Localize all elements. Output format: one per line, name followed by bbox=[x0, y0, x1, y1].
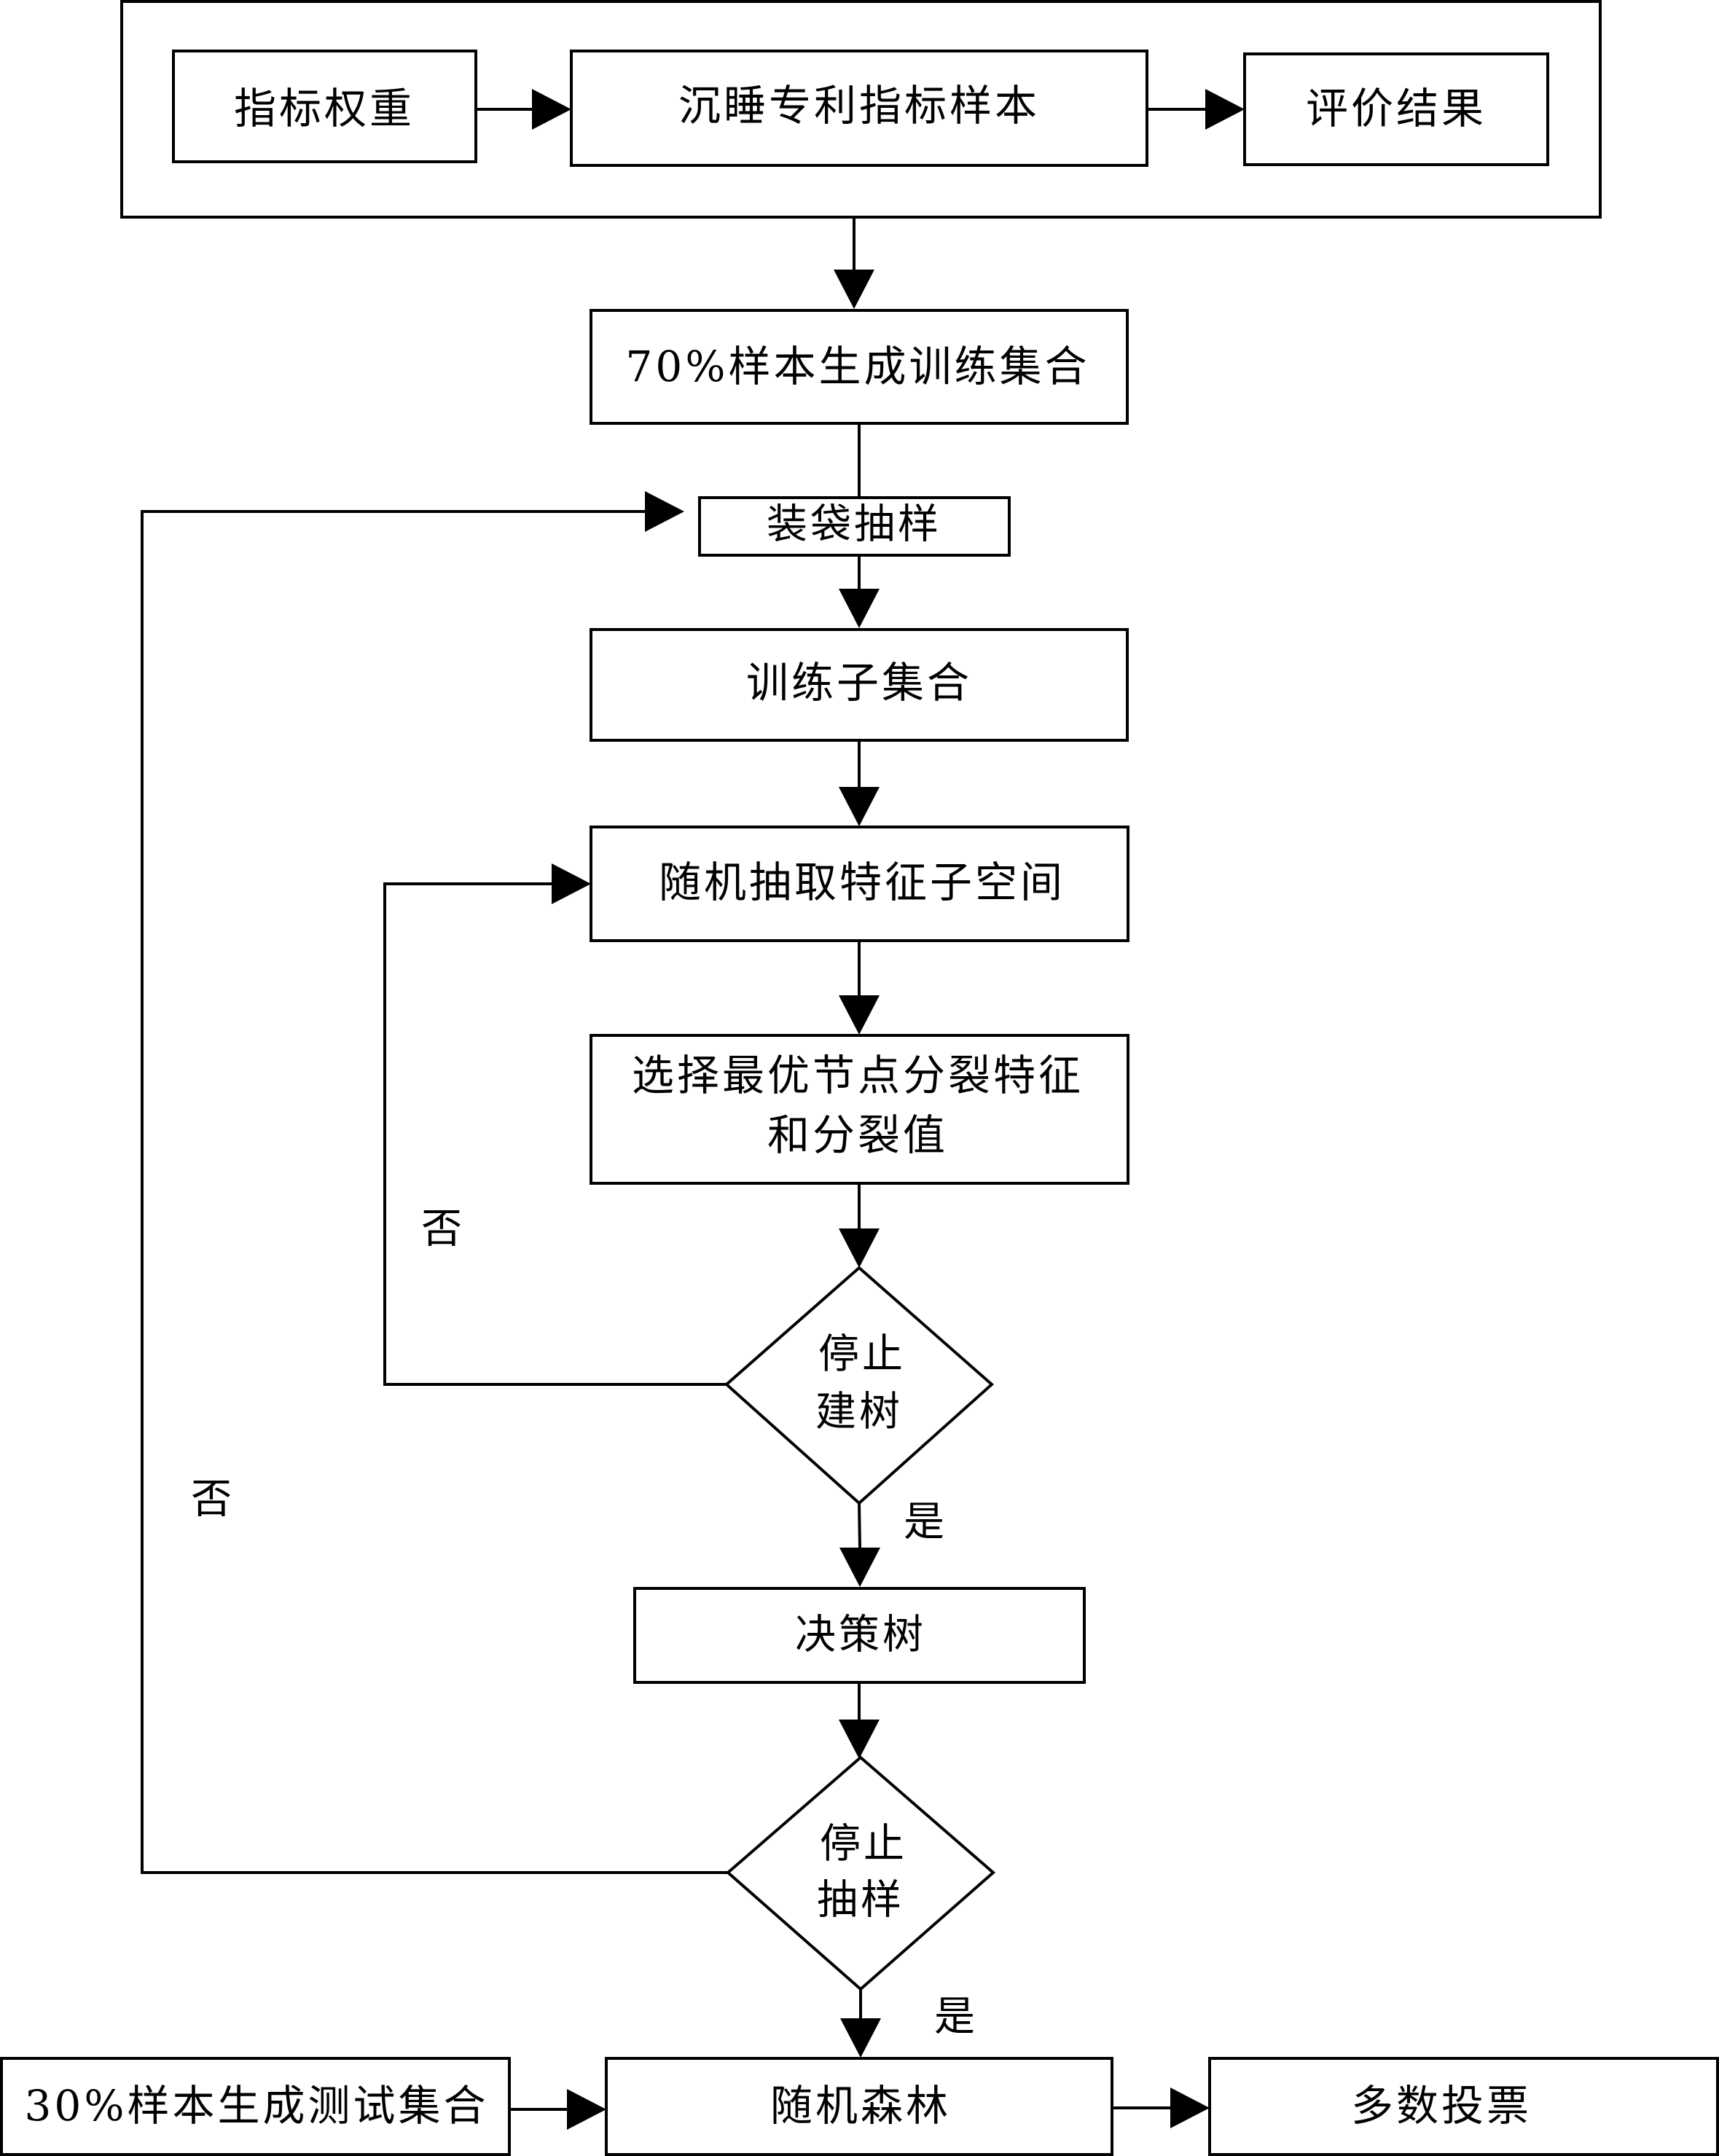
stop-sample-label-line2: 抽样 bbox=[817, 1877, 904, 1924]
index-weight-label: 指标权重 bbox=[234, 84, 415, 133]
best-split-label-line2: 和分裂值 bbox=[767, 1110, 948, 1160]
eval-result-label: 评价结果 bbox=[1306, 84, 1487, 133]
arrowhead bbox=[532, 89, 571, 130]
loop-no-sample bbox=[141, 510, 728, 1874]
arrowhead bbox=[839, 1548, 880, 1587]
stop-build-label-line2: 建树 bbox=[815, 1389, 903, 1436]
best-split-box bbox=[590, 1034, 1129, 1185]
arrowhead bbox=[552, 863, 591, 904]
yes-sample-label: 是 bbox=[934, 1994, 978, 2041]
yes-build-label: 是 bbox=[904, 1499, 947, 1546]
stop-sample-label-line1: 停止 bbox=[820, 1821, 907, 1868]
loop-no-build bbox=[383, 882, 727, 1386]
train-subset-label: 训练子集合 bbox=[746, 658, 972, 707]
arrowhead bbox=[567, 2089, 606, 2130]
test-set-label: 30%样本生成测试集合 bbox=[25, 2081, 489, 2130]
decision-tree-label: 决策树 bbox=[795, 1612, 926, 1659]
arrowhead bbox=[839, 995, 880, 1035]
arrowhead bbox=[1205, 89, 1245, 130]
eval-result-box bbox=[1243, 52, 1549, 166]
random-feature-label: 随机抽取特征子空间 bbox=[659, 858, 1065, 907]
arrowhead bbox=[839, 787, 880, 826]
arrowhead bbox=[645, 491, 684, 532]
random-feature-box bbox=[590, 826, 1129, 942]
stop-build-decision bbox=[724, 1266, 995, 1505]
arrow-stopbuild-to-tree bbox=[858, 1502, 861, 1548]
test-set-box bbox=[0, 2057, 511, 2156]
dormant-samples-label: 沉睡专利指标样本 bbox=[678, 81, 1040, 130]
best-split-label-line1: 选择最优节点分裂特征 bbox=[632, 1051, 1084, 1100]
arrowhead bbox=[839, 1720, 880, 1759]
train-set-label: 70%样本生成训练集合 bbox=[626, 342, 1090, 391]
index-weight-box bbox=[172, 50, 477, 163]
random-forest-box bbox=[605, 2057, 1113, 2156]
stop-sample-decision bbox=[725, 1755, 996, 1991]
bagging-box bbox=[698, 496, 1011, 557]
no-build-label: 否 bbox=[421, 1206, 465, 1253]
train-subset-box bbox=[590, 628, 1129, 742]
dormant-samples-box bbox=[570, 50, 1148, 167]
train-set-box bbox=[590, 309, 1129, 425]
arrowhead bbox=[834, 270, 874, 309]
arrowhead bbox=[1170, 2088, 1210, 2128]
arrowhead bbox=[840, 2018, 881, 2058]
arrowhead bbox=[839, 589, 880, 628]
majority-vote-label: 多数投票 bbox=[1351, 2081, 1532, 2130]
stop-build-label-line1: 停止 bbox=[818, 1331, 906, 1379]
no-sample-label: 否 bbox=[191, 1476, 235, 1524]
bagging-label: 装袋抽样 bbox=[767, 501, 941, 549]
random-forest-label: 随机森林 bbox=[770, 2081, 951, 2130]
decision-tree-box bbox=[633, 1587, 1086, 1684]
majority-vote-box bbox=[1208, 2057, 1719, 2156]
arrowhead bbox=[839, 1228, 880, 1268]
